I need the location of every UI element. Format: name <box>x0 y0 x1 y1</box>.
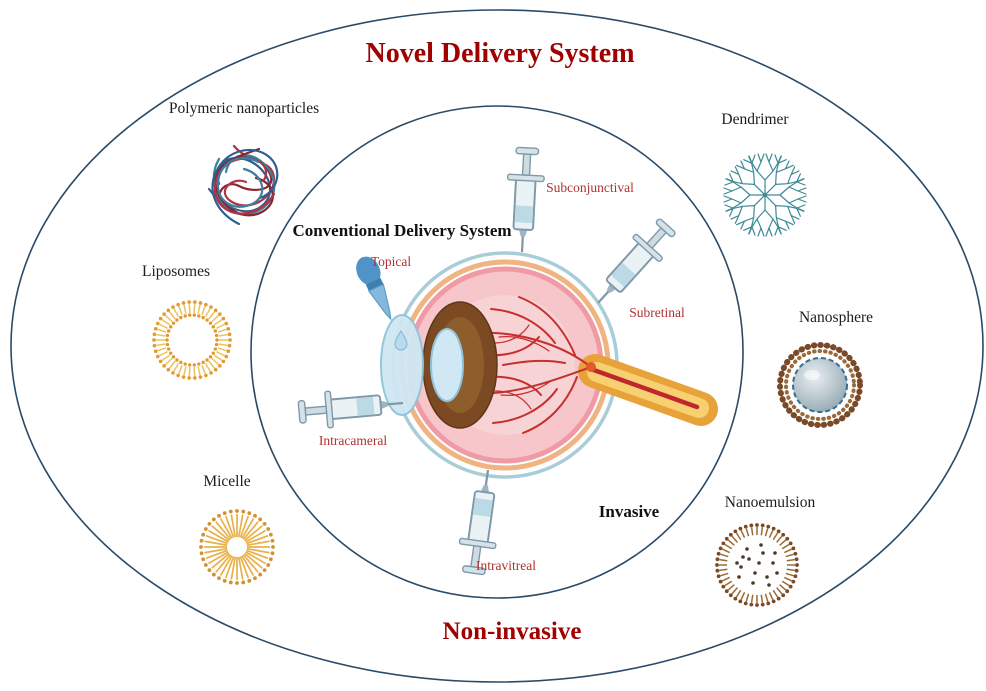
micelle-icon <box>199 509 275 585</box>
label-polymeric-nanoparticles: Polymeric nanoparticles <box>168 100 320 117</box>
nanoemulsion-inner-droplets <box>735 543 779 587</box>
label-subconjunctival: Subconjunctival <box>546 180 634 195</box>
non-invasive-label: Non-invasive <box>442 618 582 645</box>
novel-delivery-system-title: Novel Delivery System <box>365 38 635 69</box>
polymeric-nanoparticles-icon <box>197 137 291 231</box>
label-liposomes: Liposomes <box>141 263 211 280</box>
label-topical: Topical <box>370 254 412 269</box>
lens <box>430 328 464 402</box>
label-intravitreal: Intravitreal <box>476 558 536 573</box>
cornea <box>380 314 424 416</box>
label-intracameral: Intracameral <box>318 433 388 448</box>
optic-nerve <box>578 354 718 426</box>
eye-anatomy-illustration <box>380 251 718 479</box>
eye-dropper-icon <box>356 256 392 321</box>
label-nanosphere: Nanosphere <box>798 309 874 326</box>
label-dendrimer: Dendrimer <box>721 111 789 128</box>
invasive-label: Invasive <box>598 502 660 521</box>
conventional-delivery-system-title: Conventional Delivery System <box>292 221 512 240</box>
retinal-vessels <box>465 296 596 434</box>
label-nanoemulsion: Nanoemulsion <box>724 494 816 511</box>
inner-circle-boundary <box>250 105 744 599</box>
label-micelle: Micelle <box>203 473 251 490</box>
label-subretinal: Subretinal <box>629 305 685 320</box>
liposome-icon <box>152 300 232 380</box>
eye-drop <box>394 330 408 351</box>
outer-ellipse-boundary <box>10 9 984 683</box>
syringe-subretinal-icon <box>583 212 683 317</box>
nanosphere-icon <box>777 342 863 428</box>
dendrimer-icon <box>723 153 807 237</box>
nanoemulsion-icon <box>715 523 799 607</box>
